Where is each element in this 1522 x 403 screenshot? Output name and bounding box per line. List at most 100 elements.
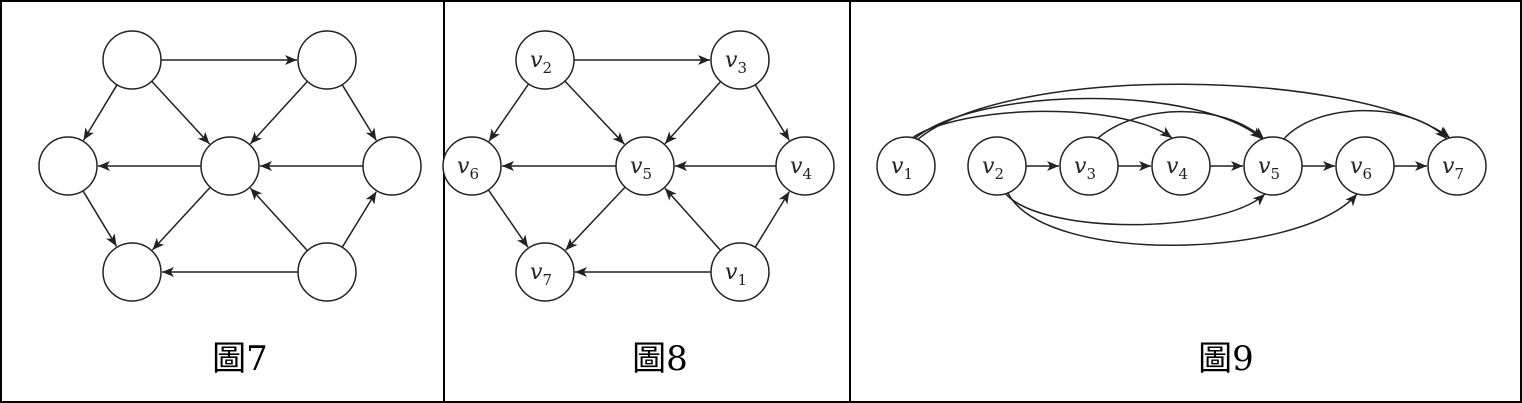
- figure-9-edge-v2-to-v6: [1007, 192, 1358, 246]
- node-circle: [710, 30, 770, 90]
- node-circle: [102, 242, 162, 302]
- node-label-subscript: 2: [542, 59, 552, 77]
- figure-8-edge-v3-to-v5: [664, 81, 722, 145]
- node-label-subscript: 1: [903, 165, 913, 183]
- node-label: v3: [725, 48, 747, 77]
- figure-7-edge-b-to-d: [249, 80, 308, 145]
- figure-7-node-d: [200, 136, 260, 196]
- node-label-subscript: 5: [1270, 165, 1280, 183]
- figure-9-edge-v2-to-v5: [1004, 192, 1266, 226]
- node-label: v2: [982, 154, 1004, 183]
- figure-7-node-c: [38, 136, 98, 196]
- node-circle: [1427, 136, 1487, 196]
- figure-7-edge-d-to-f: [151, 186, 211, 251]
- figure-8-caption: 圖8: [632, 339, 688, 379]
- node-label: v3: [1074, 154, 1096, 183]
- figure-7-edge-g-to-e: [341, 191, 377, 248]
- figure-8-node-v1: v1: [710, 242, 770, 302]
- figure-7-edge-a-to-d: [151, 80, 211, 145]
- node-circle: [1059, 136, 1119, 196]
- node-label-subscript: 4: [1178, 165, 1188, 183]
- figure-8-edge-v1-to-v5: [664, 187, 722, 251]
- node-label: v1: [891, 154, 913, 183]
- figure-9-node-v1: v1: [876, 136, 936, 196]
- figure-8-node-v4: v4: [775, 136, 835, 196]
- figure-8-node-v7: v7: [515, 242, 575, 302]
- node-label-subscript: 7: [542, 271, 552, 289]
- node-circle: [102, 30, 162, 90]
- node-label: v7: [530, 260, 552, 289]
- node-circle: [967, 136, 1027, 196]
- node-label-subscript: 4: [802, 165, 812, 183]
- figure-9-edge-v1-to-v7: [916, 83, 1451, 141]
- node-label: v6: [1350, 154, 1372, 183]
- node-label-letter: v: [530, 48, 543, 73]
- figure-9-node-v2: v2: [967, 136, 1027, 196]
- figure-9-node-v6: v6: [1335, 136, 1395, 196]
- node-label-letter: v: [1258, 154, 1271, 179]
- node-label-subscript: 5: [642, 165, 652, 183]
- node-label: v5: [630, 154, 652, 183]
- node-label-subscript: 7: [1454, 165, 1464, 183]
- figure-9-node-v5: v5: [1243, 136, 1303, 196]
- node-label-letter: v: [1350, 154, 1363, 179]
- node-circle: [775, 136, 835, 196]
- node-circle: [297, 30, 357, 90]
- figure-9-edge-v5-to-v7: [1282, 109, 1448, 141]
- figure-8-edge-v2-to-v6: [488, 83, 530, 142]
- node-label-subscript: 3: [1086, 165, 1096, 183]
- figure-8-edge-v2-to-v5: [564, 80, 625, 145]
- node-label: v6: [457, 154, 479, 183]
- figure-9-node-v3: v3: [1059, 136, 1119, 196]
- node-circle: [1151, 136, 1211, 196]
- node-circle: [515, 30, 575, 90]
- node-circle: [362, 136, 422, 196]
- node-circle: [710, 242, 770, 302]
- figure-8-edge-v3-to-v4: [754, 84, 790, 141]
- figure-8-node-v3: v3: [710, 30, 770, 90]
- figure-7-node-f: [102, 242, 162, 302]
- node-circle: [615, 136, 675, 196]
- node-label-letter: v: [790, 154, 803, 179]
- figure-7-panel: 圖7: [38, 30, 422, 379]
- figure-7-edge-c-to-f: [82, 190, 118, 247]
- figure-7-edge-b-to-e: [341, 84, 377, 141]
- node-label-letter: v: [457, 154, 470, 179]
- node-label: v4: [1166, 154, 1188, 183]
- figure-8-edge-v1-to-v4: [754, 191, 790, 248]
- figure-7-node-g: [297, 242, 357, 302]
- figure-8-node-v5: v5: [615, 136, 675, 196]
- node-circle: [200, 136, 260, 196]
- figure-8-node-v2: v2: [515, 30, 575, 90]
- figure-8-edge-v5-to-v7: [565, 186, 626, 251]
- node-label: v1: [725, 260, 747, 289]
- figure-7-node-a: [102, 30, 162, 90]
- node-label-subscript: 6: [1362, 165, 1372, 183]
- figure-8-edges: [487, 54, 790, 278]
- node-circle: [876, 136, 936, 196]
- figure-9-node-v4: v4: [1151, 136, 1211, 196]
- figure-8-edge-v6-to-v7: [487, 189, 529, 248]
- figure-7-edges: [82, 54, 377, 278]
- node-label-letter: v: [1074, 154, 1087, 179]
- node-circle: [38, 136, 98, 196]
- node-label-letter: v: [891, 154, 904, 179]
- node-label-letter: v: [530, 260, 543, 285]
- node-label: v2: [530, 48, 552, 77]
- node-label-letter: v: [725, 48, 738, 73]
- node-label-letter: v: [1166, 154, 1179, 179]
- figure-7-nodes: [38, 30, 422, 302]
- figure-8-node-v6: v6: [442, 136, 502, 196]
- node-label-letter: v: [982, 154, 995, 179]
- figure-7-edge-a-to-c: [82, 84, 118, 141]
- node-circle: [1335, 136, 1395, 196]
- node-label: v5: [1258, 154, 1280, 183]
- node-label-letter: v: [725, 260, 738, 285]
- node-label-subscript: 3: [737, 59, 747, 77]
- node-label: v4: [790, 154, 812, 183]
- figure-7-node-e: [362, 136, 422, 196]
- node-circle: [297, 242, 357, 302]
